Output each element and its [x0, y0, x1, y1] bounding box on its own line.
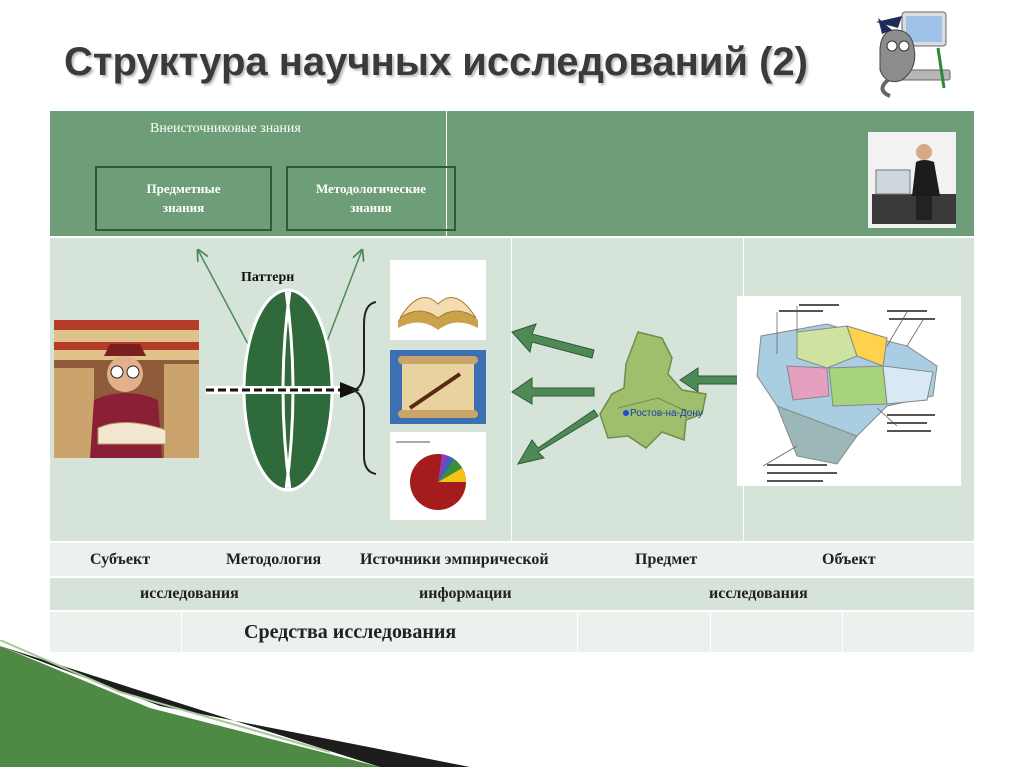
arrow-to-subject-knowledge: [198, 250, 249, 345]
label-research-subject: Предмет: [635, 551, 698, 568]
label-subject: Субъект: [90, 551, 151, 568]
open-book-image: [390, 260, 486, 340]
label-research-object: Объект: [822, 551, 876, 568]
southern-russia-region-map: [737, 296, 961, 486]
green-arrow-from-region-map: [679, 367, 744, 393]
green-arrow-lower: [516, 409, 599, 465]
green-arrow-middle: [511, 377, 595, 405]
label-empirical-sources: Источники эмпирической: [360, 551, 549, 568]
map-to-sources-arrows: [511, 323, 744, 465]
subject-knowledge-box: Предметные знания: [95, 166, 272, 231]
label-of-research-1: исследования: [140, 585, 239, 602]
cat-computer-logo-icon: [876, 11, 951, 98]
mid-band-top-line: [50, 237, 974, 238]
researcher-laptop-photo: [868, 132, 956, 228]
arrow-to-method-knowledge: [325, 250, 362, 345]
means-row-divider-4: [842, 612, 843, 652]
method-knowledge-line2: знания: [350, 199, 392, 215]
subject-knowledge-line1: Предметные: [146, 180, 221, 196]
method-knowledge-line1: Методологические: [315, 180, 427, 196]
pattern-lens-diagram: [190, 244, 377, 492]
labels-row-2: [50, 578, 974, 610]
top-band-divider: [446, 111, 447, 236]
labels-row-1: [50, 543, 974, 576]
means-row: [50, 612, 974, 652]
scroll-and-pen-image: [390, 350, 486, 424]
subject-knowledge-line2: знания: [162, 199, 205, 215]
slide-title: Структура научных исследований (2): [64, 40, 808, 84]
decorative-swoosh: [0, 640, 470, 767]
method-knowledge-box: Методологические знания: [286, 166, 456, 231]
extra-source-knowledge-label: Внеисточниковые знания: [150, 121, 301, 136]
map-city-label: Ростов-на-Дону: [630, 408, 703, 419]
scholar-with-books-photo: [54, 320, 199, 458]
label-information: информации: [419, 585, 512, 602]
label-methodology: Методология: [226, 551, 322, 568]
pie-chart-image: [390, 432, 486, 520]
pattern-label: Паттерн: [241, 270, 295, 285]
diagram-divider-1: [511, 237, 512, 541]
green-arrow-upper: [511, 323, 595, 359]
external-knowledge-band: [50, 111, 974, 236]
dashed-arrow-head: [340, 382, 360, 398]
means-row-divider-2: [577, 612, 578, 652]
sources-bracket: [351, 301, 377, 475]
rostov-region-map: Ростов-на-Дону: [599, 331, 707, 449]
means-row-divider-3: [710, 612, 711, 652]
research-means-label: Средства исследования: [244, 621, 457, 643]
label-of-research-2: исследования: [709, 585, 808, 602]
means-row-divider-1: [181, 612, 182, 652]
